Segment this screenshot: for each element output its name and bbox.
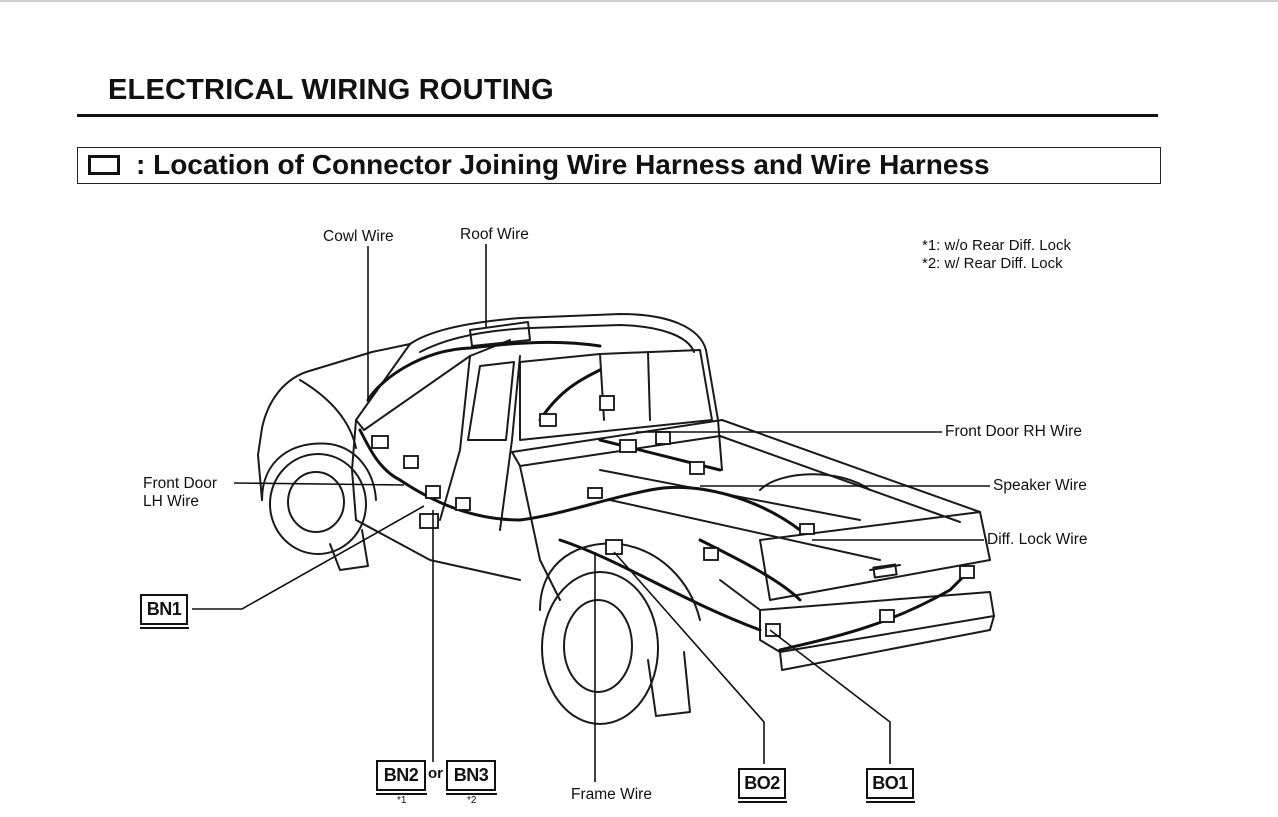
note-1: *1: w/o Rear Diff. Lock	[922, 237, 1071, 254]
connector-code-bn1: BN1	[139, 594, 189, 629]
connector-code-bn2: BN2	[375, 760, 427, 795]
connector-square-icon	[88, 155, 120, 175]
connector-code-bo1: BO1	[865, 768, 915, 803]
leader-lines	[192, 244, 990, 782]
connector-note-bn3: *2	[467, 795, 477, 806]
label-frame-wire: Frame Wire	[571, 786, 652, 803]
page-title: ELECTRICAL WIRING ROUTING	[108, 74, 554, 106]
top-border	[0, 0, 1278, 2]
wire-harnesses	[358, 340, 972, 652]
title-underline	[77, 114, 1158, 117]
label-diff-lock-wire: Diff. Lock Wire	[987, 531, 1088, 548]
label-front-door-rh-wire: Front Door RH Wire	[945, 423, 1082, 440]
truck-outline	[257, 313, 995, 725]
connector-note-bn2: *1	[397, 795, 407, 806]
connector-code-bo2: BO2	[737, 768, 787, 803]
label-front-door-lh-wire-line2: LH Wire	[143, 493, 199, 510]
label-speaker-wire: Speaker Wire	[993, 477, 1087, 494]
note-2: *2: w/ Rear Diff. Lock	[922, 255, 1063, 272]
label-cowl-wire: Cowl Wire	[323, 228, 394, 245]
legend-box: : Location of Connector Joining Wire Har…	[77, 147, 1161, 184]
connector-or-text: or	[428, 765, 443, 782]
connector-blocks	[371, 395, 975, 637]
connector-code-bn3: BN3	[445, 760, 497, 795]
legend-text: : Location of Connector Joining Wire Har…	[136, 149, 990, 180]
label-roof-wire: Roof Wire	[460, 226, 529, 243]
label-front-door-lh-wire-line1: Front Door	[143, 475, 218, 492]
